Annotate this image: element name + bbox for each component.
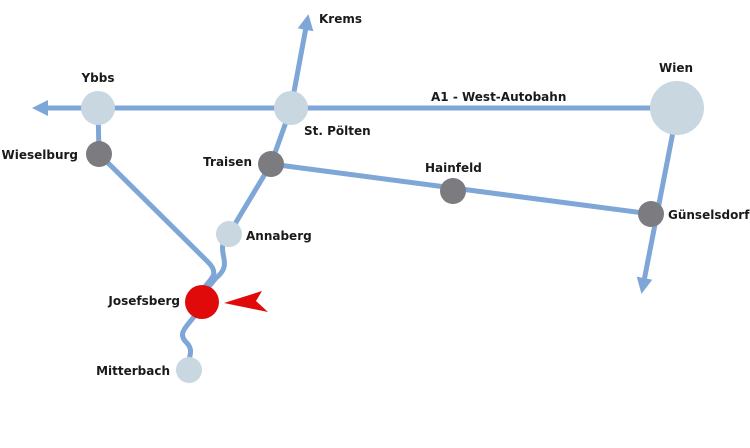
label-st-poelten: St. Pölten bbox=[304, 124, 371, 138]
label-hainfeld: Hainfeld bbox=[425, 161, 482, 175]
marker-guenselsdorf bbox=[638, 201, 664, 227]
label-a1-west-autobahn: A1 - West-Autobahn bbox=[431, 90, 566, 104]
marker-annaberg bbox=[216, 221, 242, 247]
marker-mitterbach bbox=[176, 357, 202, 383]
marker-traisen bbox=[258, 151, 284, 177]
label-annaberg: Annaberg bbox=[246, 229, 312, 243]
road-ybbs-josefsberg bbox=[95, 105, 217, 305]
label-ybbs: Ybbs bbox=[80, 71, 114, 85]
label-guenselsdorf: Günselsdorf bbox=[668, 208, 750, 222]
marker-wien bbox=[650, 81, 704, 135]
marker-st-poelten bbox=[274, 91, 308, 125]
label-josefsberg: Josefsberg bbox=[107, 294, 180, 308]
marker-ybbs bbox=[81, 91, 115, 125]
marker-wieselburg bbox=[86, 141, 112, 167]
label-krems: Krems bbox=[319, 12, 362, 26]
label-traisen: Traisen bbox=[203, 155, 252, 169]
label-wien: Wien bbox=[659, 61, 693, 75]
label-wieselburg: Wieselburg bbox=[1, 148, 78, 162]
destination-pointer-arrow-icon bbox=[224, 291, 268, 312]
marker-hainfeld bbox=[440, 178, 466, 204]
marker-josefsberg bbox=[185, 285, 219, 319]
label-mitterbach: Mitterbach bbox=[96, 364, 170, 378]
